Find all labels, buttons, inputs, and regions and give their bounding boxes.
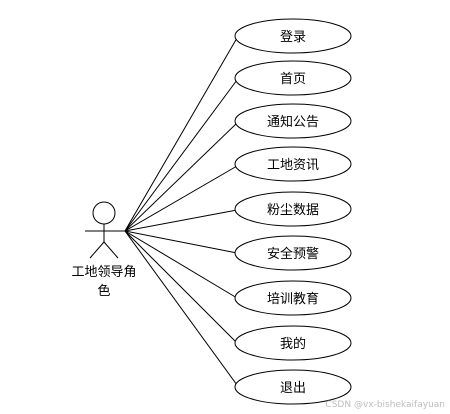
use-case-notice[interactable]: 通知公告 xyxy=(234,103,352,139)
association-line-7 xyxy=(124,230,238,299)
use-case-label: 培训教育 xyxy=(267,291,319,307)
use-case-label: 我的 xyxy=(280,336,306,352)
association-line-9 xyxy=(124,230,238,386)
use-case-mine[interactable]: 我的 xyxy=(234,325,352,361)
use-case-ellipse xyxy=(234,191,352,227)
use-case-site-news[interactable]: 工地资讯 xyxy=(234,146,352,182)
association-lines xyxy=(124,37,238,386)
association-line-3 xyxy=(124,122,238,232)
use-case-login[interactable]: 登录 xyxy=(234,18,352,54)
actor-label-line2: 色 xyxy=(97,283,110,299)
use-case-logout[interactable]: 退出 xyxy=(234,369,352,405)
use-case-ellipse xyxy=(234,146,352,182)
actor-left-leg xyxy=(89,241,105,259)
actor-right-leg xyxy=(103,241,119,259)
use-case-ellipse xyxy=(234,280,352,316)
use-case-ellipse xyxy=(234,325,352,361)
use-case-label: 安全预警 xyxy=(267,246,319,262)
use-case-label: 登录 xyxy=(280,30,306,45)
use-case-label: 粉尘数据 xyxy=(267,203,319,218)
use-case-label: 首页 xyxy=(280,72,306,87)
association-line-8 xyxy=(124,230,238,344)
use-case-label: 通知公告 xyxy=(267,114,319,130)
association-line-6 xyxy=(124,230,238,254)
use-case-label: 工地资讯 xyxy=(267,158,319,173)
association-line-1 xyxy=(124,37,238,232)
association-line-4 xyxy=(124,165,238,232)
use-case-ellipse xyxy=(234,103,352,139)
use-case-ellipse xyxy=(234,60,352,96)
actor-head-icon xyxy=(92,201,116,225)
actor-figure xyxy=(85,201,125,259)
use-case-home[interactable]: 首页 xyxy=(234,60,352,96)
association-line-5 xyxy=(124,209,238,232)
use-case-safety-warning[interactable]: 安全预警 xyxy=(234,235,352,271)
use-case-dust-data[interactable]: 粉尘数据 xyxy=(234,191,352,227)
use-cases: 登录 首页 通知公告 工地资讯 粉尘数据 安全预警 培训教育 我的 xyxy=(234,18,352,405)
association-line-2 xyxy=(124,79,238,232)
use-case-ellipse xyxy=(234,235,352,271)
use-case-ellipse xyxy=(234,369,352,405)
use-case-ellipse xyxy=(234,18,352,54)
actor-label-line1: 工地领导角 xyxy=(71,265,136,280)
use-case-training[interactable]: 培训教育 xyxy=(234,280,352,316)
watermark: CSDN @vx-bishekaifayuan xyxy=(325,400,445,410)
use-case-label: 退出 xyxy=(280,381,306,396)
